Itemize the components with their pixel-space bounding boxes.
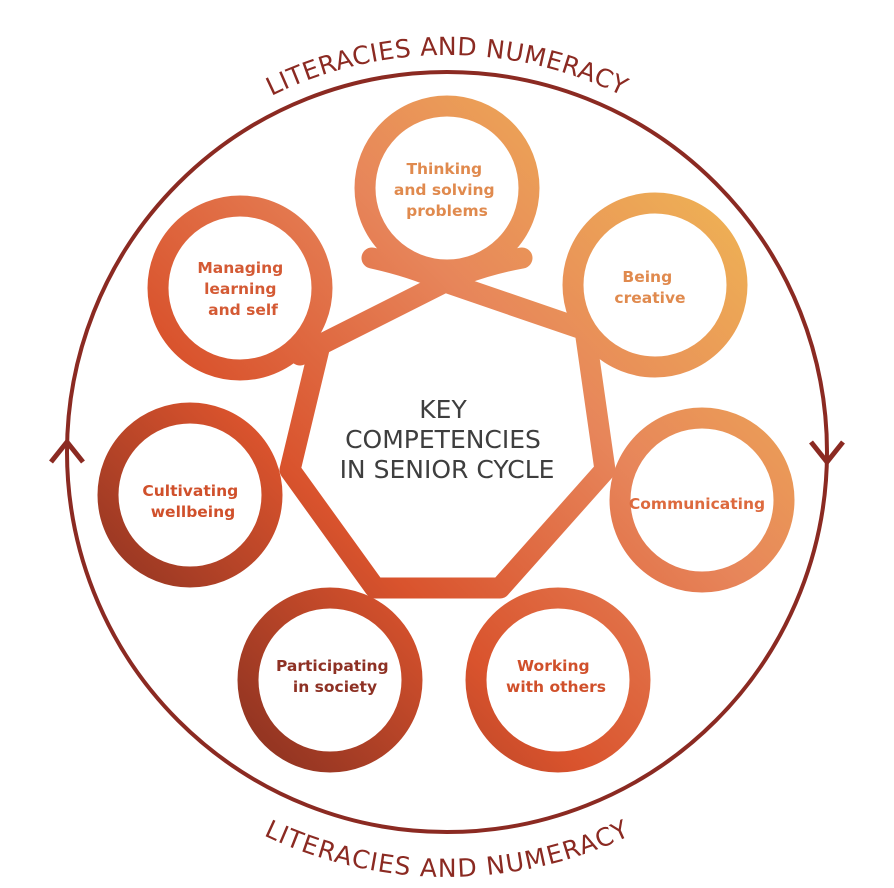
- label-line: Being: [622, 268, 672, 286]
- loop-managing: [147, 195, 333, 381]
- label-line: Thinking: [406, 160, 482, 178]
- ring-arrow-up-icon: [49, 437, 85, 464]
- label-working: Working with others: [506, 657, 606, 696]
- title-line: COMPETENCIES: [345, 425, 541, 454]
- label-line: problems: [406, 202, 488, 220]
- label-line: Communicating: [629, 495, 765, 513]
- label-line: Cultivating: [142, 482, 238, 500]
- ring-label-bottom: LITERACIES AND NUMERACY: [261, 815, 634, 884]
- ring-label-top: LITERACIES AND NUMERACY: [261, 32, 632, 101]
- label-cultivating: Cultivating wellbeing: [142, 482, 243, 521]
- label-line: wellbeing: [151, 503, 236, 521]
- loop-participating: [237, 587, 423, 773]
- title-line: KEY: [419, 395, 467, 424]
- band-segment: [289, 271, 596, 366]
- label-participating: Participating in society: [276, 657, 394, 696]
- label-line: with others: [506, 678, 606, 696]
- label-communicating: Communicating: [629, 495, 765, 513]
- label-line: Managing: [197, 259, 283, 277]
- ring-arrow-down-icon: [809, 440, 845, 467]
- label-line: learning: [204, 280, 276, 298]
- label-line: in society: [293, 678, 377, 696]
- label-creative: Being creative: [614, 268, 685, 307]
- label-line: and solving: [394, 181, 495, 199]
- label-thinking: Thinking and solving problems: [394, 160, 500, 220]
- loop-cultivating: [97, 402, 283, 588]
- label-line: Participating: [276, 657, 389, 675]
- loop-thinking: [354, 95, 540, 281]
- loop-creative: [562, 192, 748, 378]
- label-line: and self: [208, 301, 278, 319]
- band-segment: [279, 319, 616, 599]
- title-line: IN SENIOR CYCLE: [340, 455, 555, 484]
- label-managing: Managing learning and self: [197, 259, 288, 319]
- ring-label-bottom-path: LITERACIES AND NUMERACY: [261, 815, 633, 884]
- ring-label-top-path: LITERACIES AND NUMERACY: [261, 32, 632, 101]
- label-line: creative: [614, 289, 685, 307]
- loop-working: [465, 587, 651, 773]
- label-line: Working: [517, 657, 590, 675]
- center-title: KEY COMPETENCIES IN SENIOR CYCLE: [340, 395, 555, 484]
- loop-communicating: [609, 407, 795, 593]
- literacies-ring: [65, 70, 829, 834]
